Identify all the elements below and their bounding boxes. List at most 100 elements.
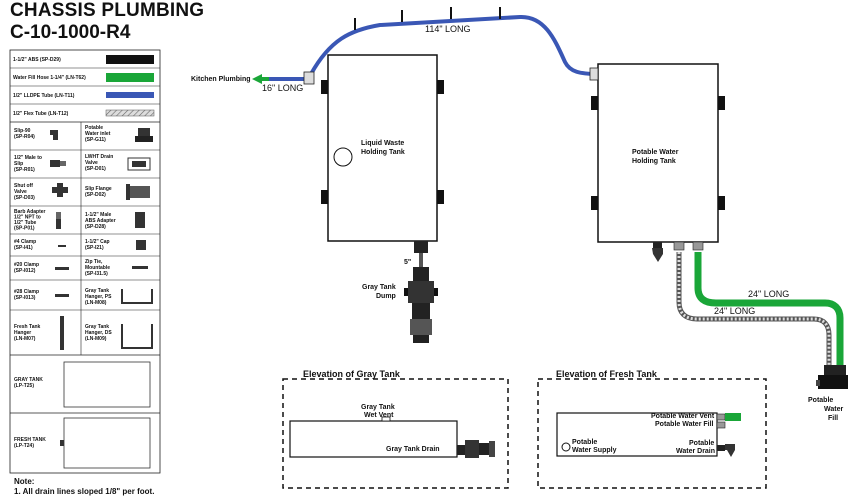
part-clamp4-code: (SP-I41) [14, 245, 33, 251]
legend-flex-label: 1/2" Flex Tube (LN-T12) [13, 111, 69, 117]
fresh-drain-label-1: Potable [689, 440, 714, 447]
part-fresh-hanger-name2: Hanger [14, 330, 31, 336]
gray-tank-dump-assembly: 5" [404, 241, 438, 343]
part-cap-name: 1-1/2" Cap [85, 239, 110, 245]
legend-fill-hose-swatch [106, 73, 154, 82]
wet-vent-label-1: Gray Tank [361, 404, 395, 411]
cap-icon [136, 240, 146, 250]
part-male-slip-code: (SP-R01) [14, 167, 35, 173]
fill-hose-24 [694, 252, 844, 365]
part-shutoff-name2: Valve [14, 189, 27, 195]
part-slip90-name: Slip-90 [14, 128, 31, 134]
part-fresh-tank-code: (LP-T24) [14, 443, 34, 449]
elevation-fresh-tank: Elevation of Fresh Tank Potable Water Ve… [537, 369, 767, 489]
part-hanger-ps-name: Gray Tank [85, 288, 109, 294]
fill-fitting [692, 241, 704, 251]
fresh-vent-label: Potable Water Vent [651, 413, 715, 420]
length-24-fill-label: 24" LONG [748, 289, 789, 299]
svg-text:Zip Tie,Mountable(SP-I31.5): Zip Tie,Mountable(SP-I31.5) [85, 259, 110, 277]
part-barb-name: Barb Adapter [14, 209, 46, 215]
part-lwht-name2: Valve [85, 160, 98, 166]
potable-fill-label-2: Water [824, 406, 843, 413]
part-slip90-code: (SP-R04) [14, 134, 35, 140]
fresh-fill-label: Potable Water Fill [655, 421, 714, 428]
potable-fill-label-3: Fill [828, 415, 838, 422]
liquid-waste-tank: Liquid Waste Holding Tank [321, 54, 444, 242]
potable-tank-label-2: Holding Tank [632, 158, 676, 165]
part-lwht-code: (SP-D01) [85, 166, 106, 172]
note-item-1: 1. All drain lines sloped 1/8" per foot. [14, 487, 155, 496]
part-clamp20-name: #20 Clamp [14, 262, 39, 268]
part-hanger-ps-code: (LN-M08) [85, 300, 107, 306]
flex-fitting [673, 241, 685, 251]
fresh-supply-label-1: Potable [572, 439, 597, 446]
part-lwht-name: LWHT Drain [85, 154, 113, 160]
gray-dump-label-1: Gray Tank [362, 284, 396, 291]
legend-abs-label: 1-1/2" ABS (SP-D29) [13, 57, 61, 63]
elevation-gray-tank: Elevation of Gray Tank Gray Tank Wet Ven… [282, 369, 509, 489]
liquid-waste-label-2: Holding Tank [361, 149, 405, 156]
part-fresh-hanger-code: (LN-M07) [14, 336, 36, 342]
part-clamp4-name: #4 Clamp [14, 239, 36, 245]
elevation-fresh-title: Elevation of Fresh Tank [556, 369, 658, 379]
drain-valve-icon [652, 248, 663, 262]
part-male-slip-name2: Slip [14, 161, 23, 167]
potable-drain-fitting [653, 242, 662, 248]
liquid-waste-label-1: Liquid Waste [361, 140, 404, 147]
hanger-ps-icon [121, 289, 153, 304]
elevation-gray-title: Elevation of Gray Tank [303, 369, 401, 379]
page-title: CHASSIS PLUMBING [10, 0, 205, 21]
part-shutoff-code: (SP-D03) [14, 195, 35, 201]
svg-text:GRAY TANK(LP-T25): GRAY TANK(LP-T25) [14, 377, 43, 389]
legend-flex-swatch [105, 109, 155, 117]
male-slip-icon [50, 160, 66, 167]
fresh-drain-label-2: Water Drain [676, 448, 715, 455]
part-gray-tank-name: GRAY TANK [14, 377, 43, 383]
svg-text:Slip-90(SP-R04): Slip-90(SP-R04) [14, 128, 35, 140]
length-16-label: 16" LONG [262, 83, 303, 93]
part-hanger-ps-name2: Hanger, PS [85, 294, 112, 300]
lldpe-line-16 [268, 77, 310, 81]
gray-drain-label: Gray Tank Drain [386, 446, 440, 453]
legend-lldpe-swatch [106, 92, 154, 98]
part-clamp20-code: (SP-I012) [14, 268, 36, 274]
line-clamp-2 [401, 10, 403, 22]
legend-abs-swatch [106, 55, 154, 64]
potable-inlet-icon [135, 128, 153, 142]
part-hanger-ds-name2: Hanger, DS [85, 330, 112, 336]
part-clamp28-code: (SP-I013) [14, 295, 36, 301]
line-clamp-1 [354, 18, 356, 30]
drawing-number: C-10-1000-R4 [10, 22, 131, 43]
abs-adapter-icon [135, 212, 145, 228]
svg-text:FRESH TANK(LP-T24): FRESH TANK(LP-T24) [14, 437, 46, 449]
lwht-valve-icon [127, 157, 151, 171]
part-fresh-hanger-name: Fresh Tank [14, 324, 41, 330]
part-shutoff-name: Shut off [14, 183, 33, 189]
clamp4-icon [58, 245, 66, 247]
part-hanger-ds-name: Gray Tank [85, 324, 109, 330]
legend-fill-hose-label: Water Fill Hose 1-1/4" (LN-T62) [13, 75, 86, 81]
wet-vent-label-2: Wet Vent [364, 412, 394, 419]
potable-fill-label-1: Potable [808, 397, 833, 404]
part-zip-code: (SP-I31.5) [85, 271, 108, 277]
notes-heading: Note: [14, 477, 35, 486]
line-clamp-3 [450, 7, 452, 19]
part-abs-adapter-name2: ABS Adapter [85, 218, 116, 224]
zip-tie-icon [132, 266, 148, 269]
part-inlet-name: Potable [85, 125, 103, 131]
legend-lldpe-label: 1/2" LLDPE Tube (LN-T11) [13, 93, 75, 99]
part-slip-flange-code: (SP-D02) [85, 192, 106, 198]
hanger-ds-icon [121, 324, 153, 349]
part-inlet-code: (SP-G11) [85, 137, 106, 143]
part-zip-name2: Mountable [85, 265, 110, 271]
part-hanger-ds-code: (LN-M09) [85, 336, 107, 342]
part-clamp28-name: #28 Clamp [14, 289, 39, 295]
slip-flange-icon [126, 184, 150, 200]
kitchen-arrow-icon [252, 74, 262, 84]
